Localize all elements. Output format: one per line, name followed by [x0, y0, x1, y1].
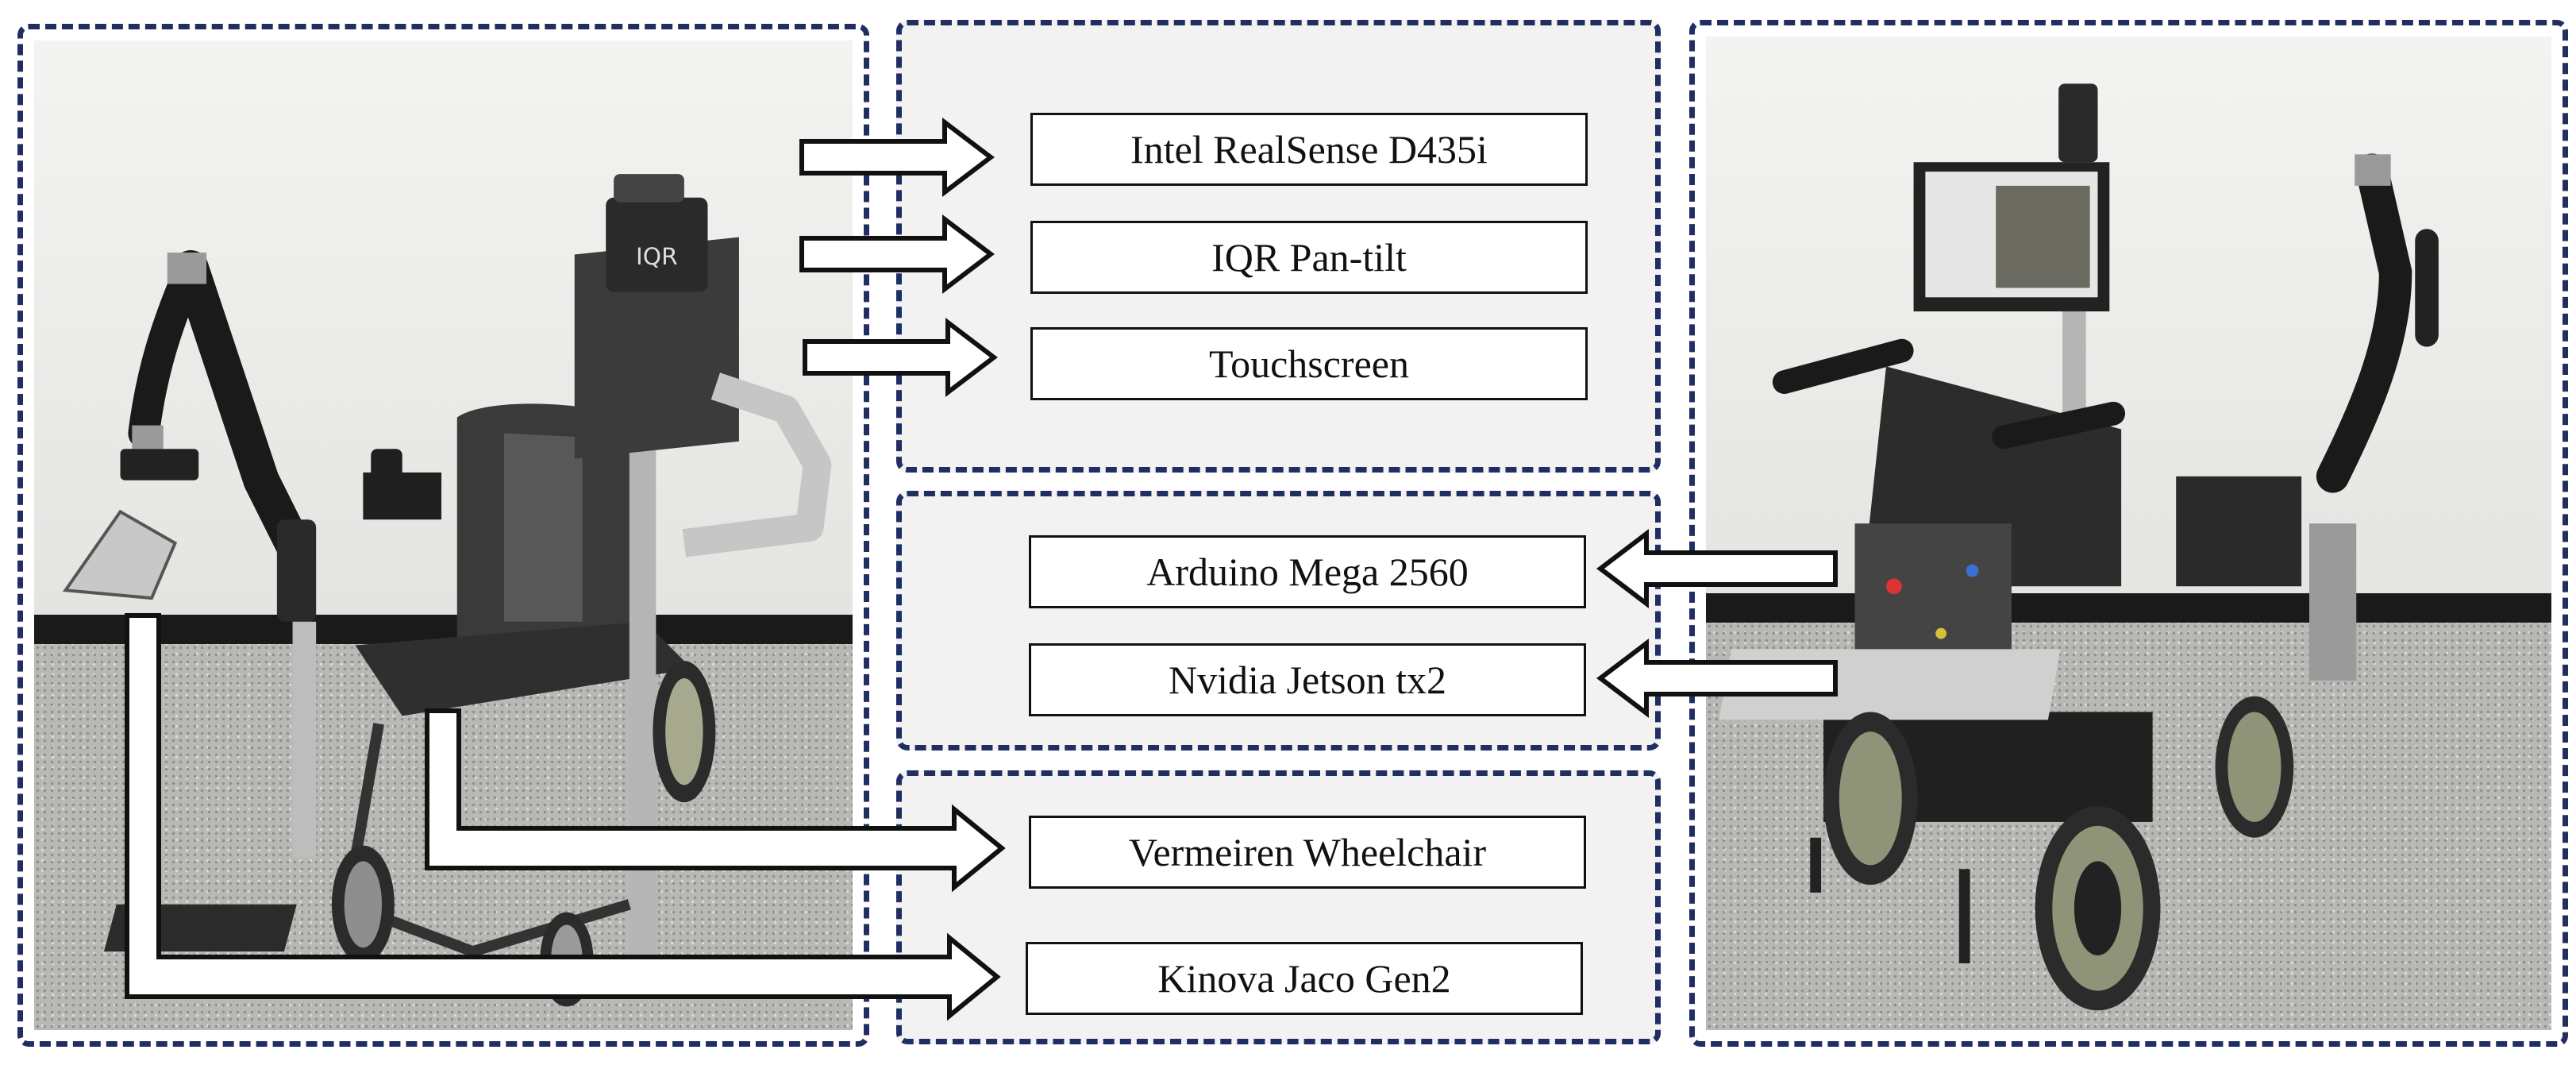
left-photo-panel: IQR: [17, 24, 869, 1047]
right-photo-panel: [1689, 20, 2568, 1047]
label-pantilt: IQR Pan-tilt: [1030, 221, 1588, 294]
label-touchscreen: Touchscreen: [1030, 327, 1588, 400]
robotic-wheelchair-back-illustration: [1719, 83, 2439, 1011]
label-arduino: Arduino Mega 2560: [1029, 535, 1586, 608]
wheelchair-front-photo: IQR: [34, 41, 853, 1030]
label-arm: Kinova Jaco Gen2: [1026, 942, 1583, 1015]
label-wheelchair: Vermeiren Wheelchair: [1029, 816, 1586, 889]
iqr-logo: IQR: [636, 242, 678, 270]
label-jetson: Nvidia Jetson tx2: [1029, 643, 1586, 716]
robotic-wheelchair-illustration: IQR: [62, 174, 832, 1007]
label-camera: Intel RealSense D435i: [1030, 113, 1588, 186]
wheelchair-back-photo: [1706, 37, 2551, 1030]
